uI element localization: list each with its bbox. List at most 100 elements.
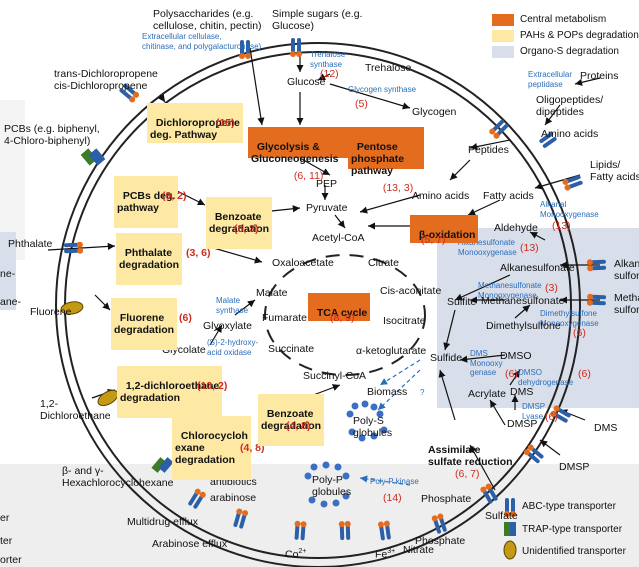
label-arabinose-efflux: Arabinose efflux (152, 538, 228, 550)
label-alkanesulfonate: Alkanesulfonate (500, 262, 575, 274)
poly-p-globules (304, 461, 350, 508)
box-pcbs: PCBs deg. pathway (9, 2) (114, 176, 187, 228)
label-dichloropropene: trans-Dichloropropene cis-Dichloropropen… (54, 68, 158, 92)
label-question-mark: ? (420, 388, 425, 397)
label-dmsp-in: DMSP (507, 418, 538, 430)
label-glycogen-synthase: Glycogen synthase (348, 85, 417, 94)
label-methanesulfonate-mono: Methanesulfonate Monooxygenase (478, 281, 542, 300)
arrow-phthalate-path (47, 242, 116, 251)
trap-transporters (80, 148, 174, 473)
arrow-proteins-oligo (574, 77, 601, 86)
label-isocitrate: Isocitrate (383, 315, 426, 327)
arrow-assim-sulfide (438, 369, 456, 421)
arrow-glyox-malate (234, 299, 256, 316)
arrow-peptides-amino (449, 159, 471, 181)
label-cut-bottom-2: ter (0, 535, 13, 547)
label-phosphate-in: Phosphate (421, 493, 472, 505)
label-pyruvate: Pyruvate (306, 202, 348, 214)
bottom-inset-panel (0, 464, 639, 567)
label-acrylate: Acrylate (468, 388, 506, 400)
cell-membrane-outer (55, 42, 581, 567)
label-cut-bottom-3: orter (0, 554, 22, 566)
arrow-alkane-sulfite (454, 274, 511, 301)
legend-abc-label: ABC-type transporter (522, 501, 616, 512)
legend-unidentified-icon (503, 540, 517, 560)
arrow-glycolate-glyox (209, 324, 223, 346)
label-dichloroethane-out: 1,2- Dichloroethane (40, 398, 111, 422)
box-benzoate1-nums: (8, 3) (234, 223, 259, 235)
arrow-dmsp-in (539, 439, 561, 456)
arrow-phthalate-oxalo (209, 246, 263, 264)
legend-abc-icon (504, 498, 516, 517)
legend-organo-swatch (492, 46, 514, 58)
label-citrate: Citrate (368, 257, 399, 269)
label-trehalose: Trehalose (365, 62, 412, 74)
arrow-sulfate-assim (469, 444, 496, 491)
box-beta-oxidation: β-oxidation (410, 215, 479, 243)
label-dms-monooxygenase: DMS Monooxy genase (470, 349, 503, 377)
label-acetyl-coa: Acetyl-CoA (312, 232, 365, 244)
arrow-polyp (359, 475, 411, 486)
glycolysis-nums-text: (6, 11) (293, 170, 324, 182)
tca-cycle-ring (264, 254, 426, 376)
box-chlorocyclohexane-nums: (4, 8) (240, 442, 265, 454)
arrow-dmsp-acrylate (489, 399, 506, 426)
label-malate: Malate (256, 287, 288, 299)
label-s2-hydroxy: (S)-2-hydroxy- acid oxidase (207, 338, 259, 357)
box-glycolysis: Glycolysis & Gluconeogenesis (248, 127, 366, 165)
label-proteins: Proteins (580, 70, 619, 82)
label-aldehyde: Aldehyde (494, 222, 538, 234)
arrow-dichloropropene (157, 94, 166, 103)
arrow-sulfide-biomass (379, 359, 421, 386)
label-fatty-acids: Fatty acids (483, 190, 534, 202)
arrow-alkanal (529, 231, 546, 241)
box-dichloroethane-nums: (10, 2) (197, 380, 228, 392)
label-alkanesulfonate-mono: Alkanesulfonate Monooxygenase (458, 238, 517, 257)
arrow-sulfide-polys (377, 369, 421, 411)
arrow-pyruvate-acetyl (334, 214, 346, 229)
box-benzoate2: Benzoate degradation (4, 8) (258, 394, 325, 446)
arrow-glucose-glycogen (329, 83, 411, 110)
label-dms-in: DMS (510, 386, 534, 398)
arrow-fluorene-path (94, 294, 111, 311)
label-dmso-dehydrogenase: DMSO dehydrogenase (518, 368, 574, 387)
box-beta-oxidation-title: β-oxidation (418, 229, 476, 241)
arrow-fa-betaox (467, 199, 501, 216)
label-hexachlorocyclohexane: β- and γ- Hexachlorocyclohexane (62, 465, 174, 489)
label-amino-acids-in: Amino acids (412, 190, 470, 202)
label-sulfate-out: Sulfate (485, 510, 518, 522)
label-co-text: Co (285, 548, 299, 561)
box-pentose-title: Pentose phosphate pathway (351, 141, 405, 177)
box-pentose: Pentose phosphate pathway (348, 127, 424, 177)
box-dichloroethane: 1,2-dichloroethane degradation (10, 2) (117, 366, 227, 418)
box-fluorene-title: Fluorene degradation (114, 312, 175, 336)
label-poly-p: Poly-P globules (312, 474, 352, 498)
label-oligopeptides: Oligopeptides/ dipeptides (536, 94, 604, 118)
arrow-lipids-fa (534, 174, 581, 190)
label-peptides: Peptides (468, 144, 509, 156)
label-amino-acids-out: Amino acids (541, 128, 599, 140)
label-trehalose-synthase: Trehalose synthase (310, 50, 346, 69)
label-num-14: (14) (383, 492, 402, 504)
label-assimilate: Assimilate sulfate reduction (428, 444, 513, 468)
label-num-13a: (13) (552, 220, 571, 232)
poly-s-globules (346, 400, 388, 442)
label-multidrug-efflux: Multidrug efflux (127, 516, 199, 528)
label-phosphate-out: Phosphate (415, 535, 466, 547)
legend-central-swatch (492, 14, 514, 26)
label-pep: PEP (316, 178, 338, 190)
organo-s-degradation-region (437, 228, 639, 408)
label-cut-right-2: Metha sulfon (614, 292, 639, 316)
box-fluorene-num: (6) (179, 312, 192, 324)
label-num-13b: (13) (520, 242, 539, 254)
label-num-3: (3) (545, 282, 558, 294)
label-dmsp-out: DMSP (559, 461, 590, 473)
box-fluorene: Fluorene degradation (6) (111, 298, 192, 350)
arrow-polysaccharide-glycolysis (249, 47, 265, 126)
label-dmso: DMSO (500, 350, 532, 362)
arrow-glycolysis-tca (299, 157, 331, 176)
box-benzoate1: Benzoate degradation (8, 3) (206, 197, 273, 249)
legend-trap-label: TRAP-type transporter (522, 524, 623, 535)
arrow-amino-acetyl (359, 194, 421, 214)
